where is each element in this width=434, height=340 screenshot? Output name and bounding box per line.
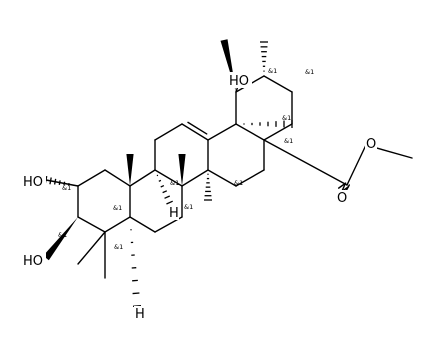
bond-c12-c13 — [181, 123, 209, 141]
stereo-label-c8: &1 — [184, 203, 193, 211]
bond-c21-c20 — [263, 75, 293, 93]
stereo-label-c14: &1 — [234, 179, 243, 187]
bond-c14-c8 — [181, 169, 209, 187]
wedge-oh-c3 — [43, 217, 78, 261]
stereo-label-c19: &1 — [268, 67, 277, 75]
bond-c3-c4 — [77, 216, 106, 233]
hydroxyl-label-c3: HO — [23, 254, 43, 269]
bond-c4-me4a — [77, 231, 106, 265]
hash-methyl-c20 — [260, 41, 268, 72]
bond-c15-c16 — [235, 169, 265, 187]
stereo-label-c3: &1 — [58, 231, 67, 239]
bond-skeleton — [45, 75, 413, 279]
bond-c11-c12 — [154, 123, 183, 141]
hash-h-c5 — [130, 229, 142, 307]
atom-labels: HO HO HO H H O O — [22, 72, 377, 322]
bond-c9-c10 — [129, 169, 156, 187]
ester-oxygen-label: O — [366, 137, 376, 152]
bond-c17-c18 — [235, 123, 265, 141]
stereo-label-c20: &1 — [305, 68, 314, 76]
stereo-label-c10: &1 — [113, 204, 122, 212]
hash-methyl-c14 — [204, 173, 212, 201]
hydroxyl-label-top: HO — [229, 74, 249, 89]
stereo-label-c17: &1 — [284, 137, 293, 145]
bond-c17-ccarb — [263, 139, 348, 186]
wedge-methyl-c10 — [126, 154, 134, 186]
double-bond-c12-c13 — [187, 121, 208, 135]
stereo-label-c5: &1 — [114, 243, 123, 251]
bond-c2-oh2b — [45, 179, 79, 187]
hash-h-c18 — [243, 120, 293, 128]
bond-c14-c15 — [207, 169, 237, 187]
bond-c1-c2 — [77, 169, 106, 187]
bond-c18-c13 — [207, 123, 237, 141]
stereo-label-c18: &1 — [282, 114, 291, 122]
bond-c10-c1 — [104, 169, 131, 187]
wedge-methyl-c8 — [178, 154, 186, 186]
stereo-bonds — [43, 39, 293, 307]
bond-c17-c22 — [263, 123, 293, 141]
bond-c4-c5 — [104, 216, 131, 233]
stereo-label-c2: &1 — [62, 184, 71, 192]
carbonyl-bond-a — [337, 182, 347, 189]
bond-c8-c9 — [154, 169, 183, 187]
hydrogen-label-c5: H — [135, 307, 145, 322]
hydroxyl-label-c2: HO — [23, 175, 43, 190]
bond-ccarb-oeb — [346, 144, 367, 186]
carbonyl-oxygen-label: O — [337, 191, 347, 206]
stereo-label-c9: &1 — [170, 179, 179, 187]
hydrogen-label-c9: H — [169, 206, 179, 221]
stereo-annotations: &1 &1 &1 &1 &1 &1 &1 &1 &1 &1 &1 — [58, 67, 314, 251]
bond-c5-c6 — [129, 216, 156, 233]
